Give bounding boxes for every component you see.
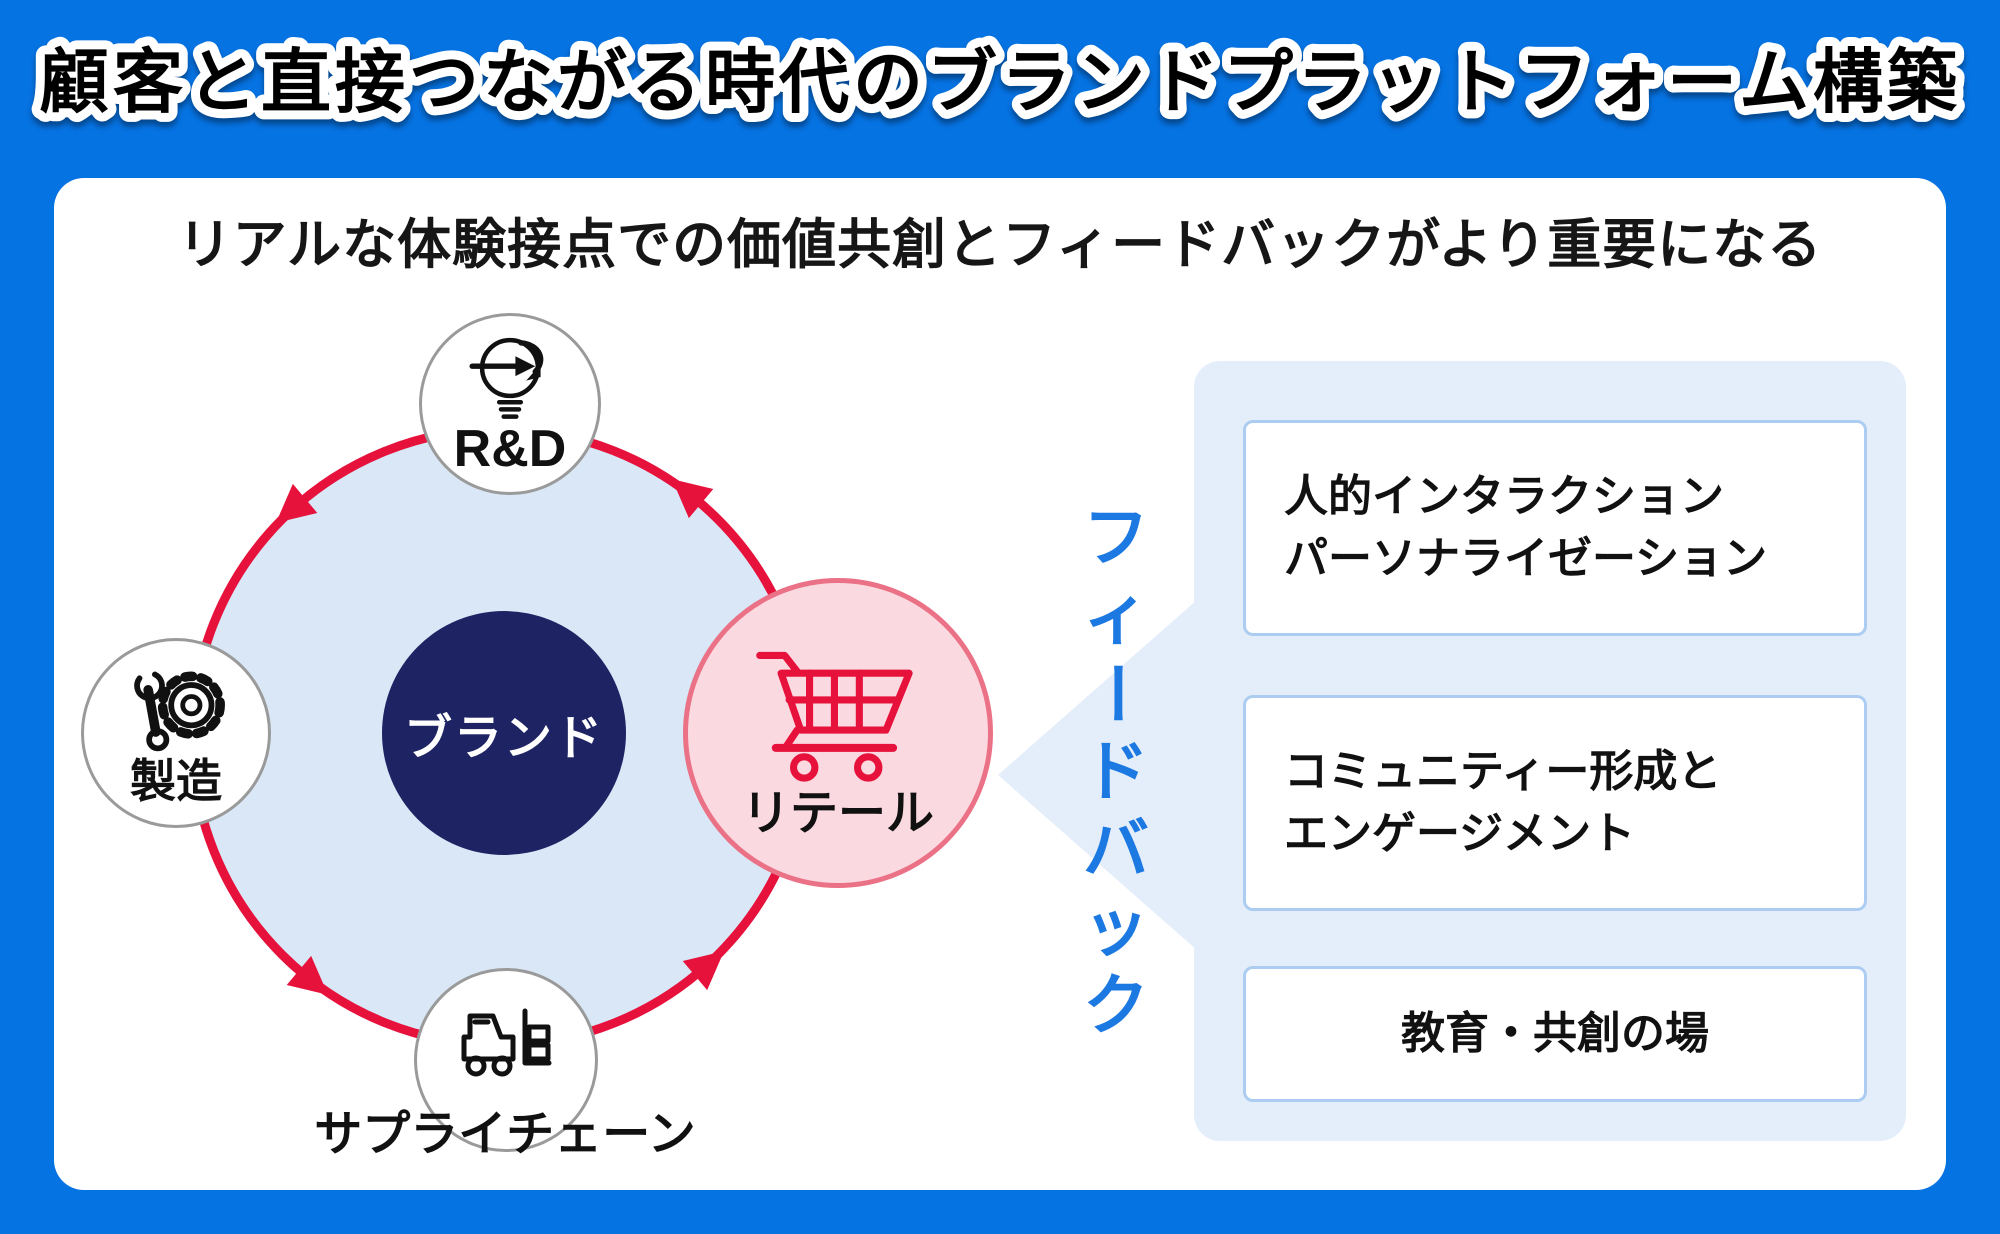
- page-title: 顧客と直接つながる時代のブランドプラットフォーム構築: [39, 43, 1961, 121]
- page-title-art: 顧客と直接つながる時代のブランドプラットフォーム構築: [30, 34, 1966, 130]
- feedback-item-2: コミュニティー形成と エンゲージメント: [1243, 695, 1867, 911]
- feedback-vertical-char: ィ: [1083, 578, 1149, 652]
- forklift-icon: [461, 1008, 552, 1077]
- node-manufacturing: 製造: [81, 638, 271, 828]
- feedback-vertical-char: ド: [1083, 734, 1149, 808]
- node-supply-chain: [414, 968, 598, 1152]
- cycle-arrowhead-bottom-left: [286, 955, 329, 995]
- cycle-arrowhead-top-left: [275, 483, 318, 523]
- feedback-vertical-char: フ: [1083, 500, 1149, 574]
- feedback-item-2-line-1: コミュニティー形成と: [1284, 746, 1722, 796]
- cycle-arrowhead-top-right: [671, 479, 714, 519]
- feedback-vertical-char: ー: [1079, 660, 1153, 726]
- node-retail-label: リテール: [741, 786, 934, 840]
- node-rnd: R&D: [419, 313, 601, 495]
- subtitle: リアルな体験接点での価値共創とフィードバックがより重要になる: [177, 215, 1823, 275]
- feedback-vertical-char: ク: [1083, 968, 1149, 1042]
- brand-label: ブランド: [403, 712, 604, 765]
- feedback-item-1: 人的インタラクション パーソナライゼーション: [1243, 420, 1867, 636]
- gear-wrench-icon: [134, 671, 225, 752]
- shopping-cart-icon: [756, 651, 913, 782]
- lightbulb-idea-icon: [469, 337, 544, 419]
- feedback-item-2-line-2: エンゲージメント: [1284, 809, 1636, 858]
- node-rnd-label: R&D: [453, 419, 567, 478]
- feedback-item-1-line-2: パーソナライゼーション: [1284, 534, 1768, 583]
- feedback-vertical-char: バ: [1083, 812, 1149, 886]
- feedback-vertical-char: ッ: [1083, 890, 1149, 964]
- feedback-item-1-line-1: 人的インタラクション: [1284, 471, 1724, 521]
- cycle-arrowhead-bottom-right: [682, 951, 725, 991]
- feedback-vertical-label: フィードバック: [1072, 498, 1160, 1044]
- node-supply-chain-label: サプライチェーン: [314, 1108, 696, 1161]
- feedback-item-3: 教育・共創の場: [1243, 966, 1867, 1102]
- brand-center-circle: ブランド: [382, 611, 626, 855]
- feedback-item-3-line-1: 教育・共創の場: [1401, 1008, 1709, 1058]
- node-retail: リテール: [683, 578, 993, 888]
- node-manufacturing-label: 製造: [130, 754, 222, 807]
